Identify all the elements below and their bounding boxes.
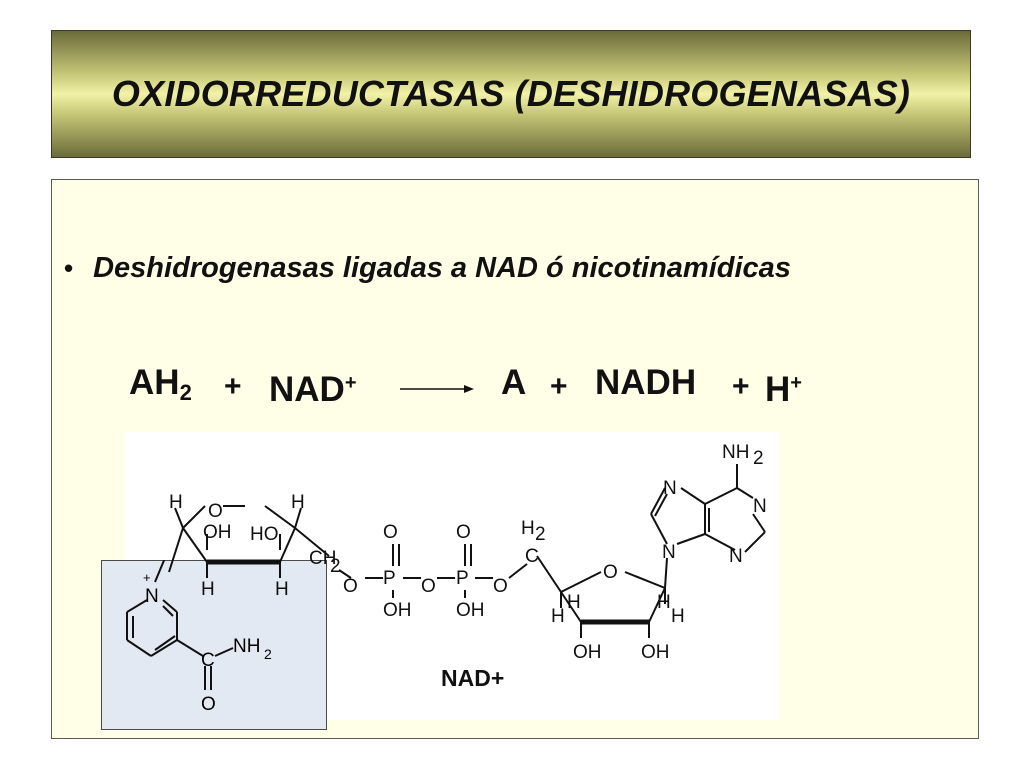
atom-label: HO [250,524,279,545]
atom-label: H [567,592,581,613]
nicotinamide-highlight-box [101,560,327,730]
atom-label: H [275,579,289,600]
atom-label: O [493,576,508,597]
molecule-name: NAD+ [441,665,504,691]
atom-label: H [201,579,215,600]
product-a: A [501,363,527,402]
plus-sign-2: + [550,370,568,403]
atom-label: H [671,606,685,627]
atom-label: OH [456,600,485,621]
product-h-plus: H+ [765,370,802,409]
atom-label: C [525,546,539,567]
atom-label: NH [233,636,260,657]
atom-label: OH [641,642,670,663]
slide-title: OXIDORREDUCTASAS (DESHIDROGENASAS) [111,73,911,114]
atom-label: 2 [535,524,546,545]
bullet-marker: • [64,253,74,283]
atom-label: 2 [264,646,272,662]
atom-label: H [291,492,305,513]
reactant-ah2: AH2 [129,363,192,405]
plus-sign-3: + [732,370,750,403]
atom-label: H [521,518,535,539]
bullet-item: • Deshidrogenasas ligadas a NAD ó nicoti… [64,252,791,285]
atom-label: O [603,562,618,583]
atom-label: P [456,568,469,589]
atom-label: N [729,546,743,567]
atom-label: H [657,592,671,613]
product-nadh: NADH [595,363,697,402]
nad-structure-diagram: H O H OH HO CH 2 H H O O P OH O O P OH O… [168,442,767,691]
atom-label: N [663,478,677,499]
atom-label: NH [722,442,749,463]
atom-label: N [145,586,159,607]
atom-label: O [343,576,358,597]
atom-label: CH [309,548,336,569]
atom-label: OH [383,600,412,621]
title-banner: OXIDORREDUCTASAS (DESHIDROGENASAS) [51,30,971,158]
reactant-nad: NAD+ [269,370,357,409]
atom-label: OH [573,642,602,663]
bullet-text: Deshidrogenasas ligadas a NAD ó nicotina… [93,252,791,284]
plus-sign-1: + [224,370,242,403]
atom-label: H [169,492,183,513]
nicotinamide-ring-diagram: N + C NH 2 O [126,560,272,715]
reaction-arrow-icon [400,385,474,393]
atom-label: 2 [330,556,341,577]
atom-label: + [143,570,151,585]
atom-label: O [208,501,223,522]
atom-label: N [753,496,767,517]
atom-label: O [383,522,398,543]
atom-label: C [201,650,215,671]
atom-label: 2 [753,448,764,469]
content-panel: • Deshidrogenasas ligadas a NAD ó nicoti… [51,179,979,739]
atom-label: P [383,568,396,589]
atom-label: O [421,576,436,597]
atom-label: OH [203,522,232,543]
atom-label: H [551,606,565,627]
atom-label: O [456,522,471,543]
atom-label: O [201,694,216,715]
atom-label: N [662,542,676,563]
reaction-equation: AH2 + NAD+ A + NADH + H+ [52,361,980,409]
